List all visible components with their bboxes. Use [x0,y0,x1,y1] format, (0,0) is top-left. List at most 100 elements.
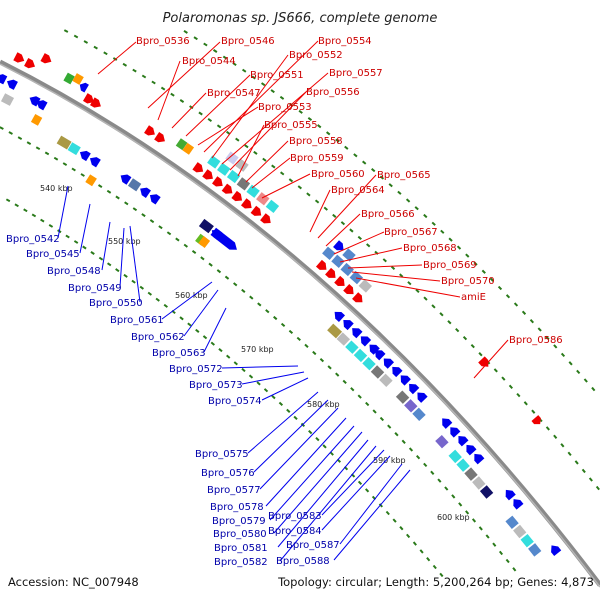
gene-feature [30,114,43,126]
tick-dot [423,213,428,219]
tick-dot [344,145,349,150]
tick-dot [203,42,208,47]
tick-dot [122,62,128,67]
tick-dot [512,567,517,572]
red-gene-labels: Bpro_0536 Bpro_0546 Bpro_0554 Bpro_0552 … [136,36,563,346]
reverse-gene-arrow [513,499,524,510]
gene-feature [472,476,486,490]
gene-box [72,73,84,85]
tick-dot [423,462,428,468]
forward-gene-arrow [202,169,213,180]
tick-dot [139,285,145,290]
forward-gene-arrow [144,125,155,136]
gene-feature [6,79,18,90]
label-bpro-0584: Bpro_0584 [268,526,322,537]
scale-tick-570: 570 kbp [241,345,274,354]
tick-dot [394,432,399,437]
gene-box [226,169,241,184]
tick-dot [263,388,269,393]
tick-dot [405,198,411,203]
tick-dot [439,572,444,578]
tick-dot [90,251,95,255]
tick-dot [371,168,376,173]
forward-gene-arrow [333,240,344,251]
gene-feature [479,485,494,499]
reverse-gene-arrow [29,96,41,107]
tick-dot [471,518,477,523]
tick-dot [357,480,363,486]
label-bpro-0582: Bpro_0582 [214,557,268,568]
scale-tick-600: 600 kbp [437,513,470,522]
tick-dot [273,315,278,321]
label-bpro-0567: Bpro_0567 [384,227,438,238]
tick-dot [179,316,184,321]
forward-gene-arrow [315,259,327,270]
reverse-gene-arrow [442,418,453,429]
label-bpro-0542: Bpro_0542 [6,234,60,245]
label-bpro-0557: Bpro_0557 [329,68,383,79]
gene-box [464,467,478,481]
gene-feature [412,407,426,422]
blue-leader-lines [57,185,411,562]
tick-dot [256,381,261,386]
tick-dot [319,358,325,363]
label-bpro-0560: Bpro_0560 [311,169,365,180]
tick-dot [271,164,276,169]
tick-dot [505,294,511,299]
gene-feature [327,323,343,339]
tick-dot [115,195,120,200]
tick-dot [202,335,208,340]
tick-dot [297,185,302,190]
tick-dot [278,401,284,406]
gene-feature [352,292,363,303]
tick-dot [342,379,347,385]
tick-dot [279,95,285,100]
tick-dot [485,534,490,539]
gene-feature [79,150,91,162]
gene-feature [333,240,344,251]
gene-feature [315,259,327,270]
tick-dot [80,173,85,177]
tick-dot [262,157,267,162]
forward-gene-arrow [531,415,541,425]
tick-dot [465,253,470,258]
tick-dot [462,335,468,341]
tick-dot [516,392,521,398]
forward-gene-arrow [83,93,94,104]
label-bpro-0572: Bpro_0572 [169,364,223,375]
label-bpro-0562: Bpro_0562 [131,332,185,343]
tick-dot [235,137,240,142]
gene-box [236,177,251,191]
tick-dot [155,297,160,302]
gene-box [63,72,75,85]
label-bpro-0583: Bpro_0583 [268,511,322,522]
reverse-gene-arrow [551,545,562,557]
reverse-gene-arrow [417,392,428,403]
tick-dot [44,151,50,156]
gene-feature [343,284,354,295]
tick-dot [141,213,146,218]
tick-dot [521,310,527,315]
gene-feature [369,344,380,355]
tick-dot [103,51,108,56]
tick-dot [23,208,28,213]
tick-dot [315,436,320,442]
tick-dot [478,526,483,531]
gene-box [198,218,214,234]
gene-feature [225,151,239,165]
forward-gene-arrow [154,131,165,143]
tick-dot [222,55,228,60]
gene-feature [336,332,351,346]
gene-feature [56,135,72,150]
label-bpro-0536: Bpro_0536 [136,36,190,47]
label-bpro-0587: Bpro_0587 [286,540,340,551]
tick-dot [307,116,313,122]
tick-dot [501,376,506,381]
gene-feature [528,543,542,557]
gene-feature [448,449,462,464]
reverse-gene-arrow [474,453,485,465]
gene-feature [409,383,420,395]
gene-features [0,52,562,557]
gene-feature [392,366,403,378]
tick-dot [431,304,436,309]
